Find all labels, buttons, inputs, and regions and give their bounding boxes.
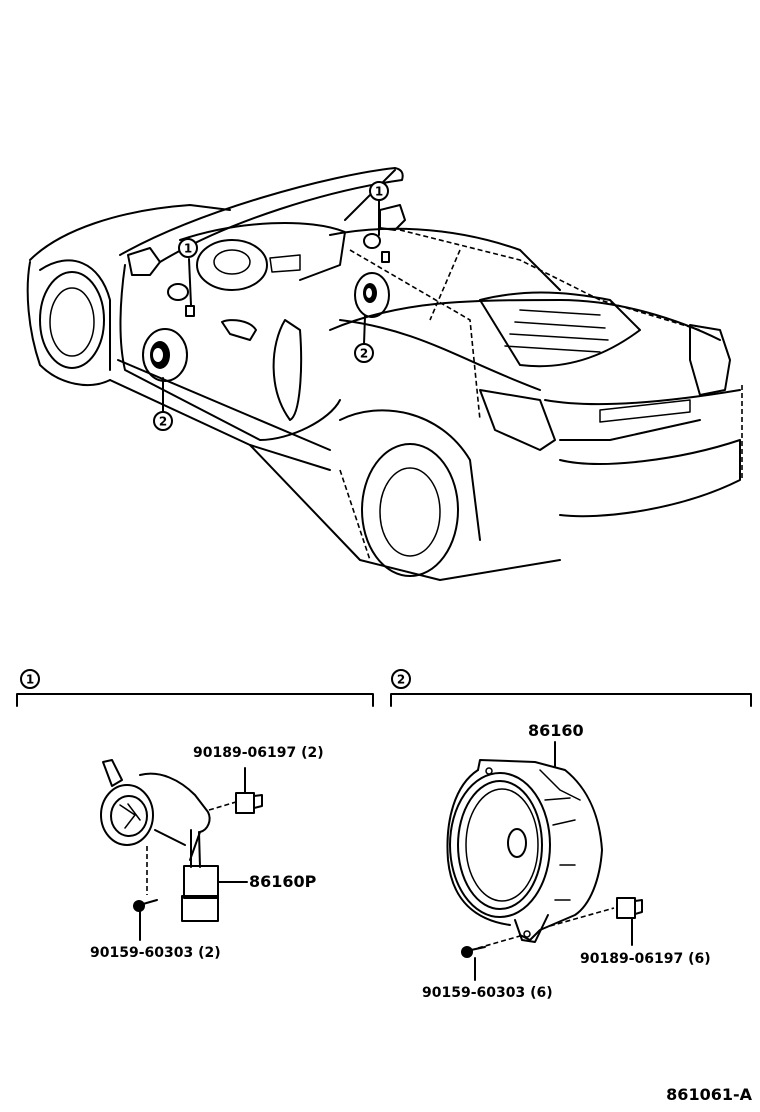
callout-2-driver[interactable]: 2 <box>153 377 173 431</box>
driver-tweeter-location <box>167 283 195 317</box>
part-label-86160P[interactable]: 86160P <box>249 872 317 891</box>
callout-1-passenger[interactable]: 1 <box>369 181 389 236</box>
part-label-86160[interactable]: 86160 <box>528 721 584 740</box>
group-1-callout-label: 1 <box>26 673 34 687</box>
callout-1-driver[interactable]: 1 <box>178 238 198 306</box>
passenger-speaker-location <box>354 272 390 318</box>
tweeter-86160P-drawing[interactable] <box>100 759 237 922</box>
passenger-tweeter-location <box>363 233 390 263</box>
callout-label: 1 <box>375 185 383 199</box>
part-label-90189-06197[interactable]: 90189-06197 (2) <box>193 745 324 761</box>
clip-nut-drawing[interactable] <box>235 767 263 814</box>
part-label-90159-60303[interactable]: 90159-60303 (2) <box>90 945 221 961</box>
speaker-86160-drawing[interactable] <box>446 741 615 949</box>
callout-2-passenger[interactable]: 2 <box>354 315 374 363</box>
clip-nut-drawing[interactable] <box>616 897 643 946</box>
car-illustration <box>26 167 743 581</box>
part-label-90159-60303[interactable]: 90159-60303 (6) <box>422 985 553 1001</box>
door-speaker-location <box>142 328 188 382</box>
group-2-callout-circle <box>391 669 411 689</box>
group-1-callout-circle <box>20 669 40 689</box>
group-2-panel: 2 86160 <box>390 669 752 1001</box>
group-2-callout-label: 2 <box>397 673 405 687</box>
screw-drawing[interactable] <box>461 946 486 981</box>
group-1-panel: 1 90189-06197 ( <box>16 669 374 961</box>
part-label-90189-06197[interactable]: 90189-06197 (6) <box>580 951 711 967</box>
group-2-bracket <box>390 693 752 707</box>
screw-drawing[interactable] <box>133 899 158 941</box>
callout-label: 2 <box>159 415 167 429</box>
figure-id: 861061-A <box>666 1085 752 1104</box>
callout-label: 1 <box>184 242 192 256</box>
group-1-bracket <box>16 693 374 707</box>
callout-label: 2 <box>360 347 368 361</box>
